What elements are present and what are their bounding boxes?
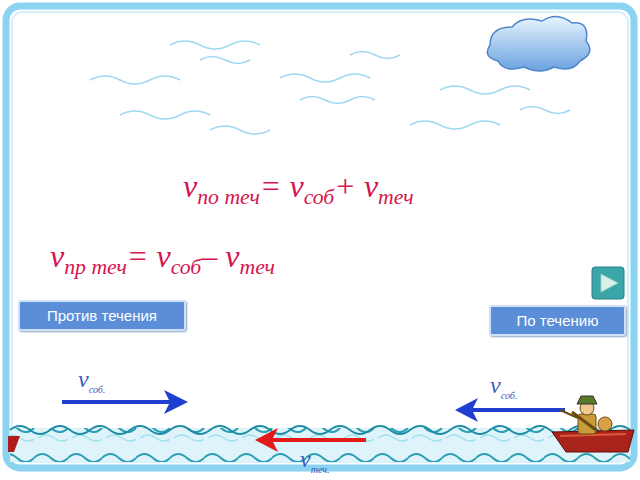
formula-symbol: + v bbox=[334, 168, 378, 204]
subscript: теч bbox=[378, 185, 413, 209]
formula-symbol: = v bbox=[260, 168, 304, 204]
formula-symbol: – v bbox=[201, 238, 239, 274]
speed-own-label: vсоб. bbox=[78, 366, 105, 395]
formula-symbol: v bbox=[183, 168, 197, 204]
button-label: Против течения bbox=[47, 307, 157, 324]
subscript: соб. bbox=[89, 384, 106, 395]
formula-symbol: v bbox=[50, 238, 64, 274]
formula-downstream: vпо теч= vсоб+ vтеч bbox=[183, 168, 414, 210]
direction-button: По течению bbox=[489, 305, 626, 336]
subscript: соб. bbox=[501, 390, 518, 401]
speed-current-label: vтеч. bbox=[300, 446, 330, 475]
speed-own-label: vсоб. bbox=[490, 372, 517, 401]
formula-symbol: = v bbox=[127, 238, 171, 274]
subscript: теч. bbox=[311, 464, 330, 475]
formula-symbol: v bbox=[490, 372, 501, 398]
formula-upstream: vпр теч= vсоб– vтеч bbox=[50, 238, 275, 280]
formula-symbol: v bbox=[300, 446, 311, 472]
button-label: По течению bbox=[517, 312, 599, 329]
subscript: соб bbox=[171, 255, 202, 279]
subscript: теч bbox=[239, 255, 274, 279]
subscript: по теч bbox=[197, 185, 260, 209]
direction-button: Против течения bbox=[18, 300, 186, 331]
formula-symbol: v bbox=[78, 366, 89, 392]
subscript: соб bbox=[304, 185, 335, 209]
subscript: пр теч bbox=[64, 255, 127, 279]
